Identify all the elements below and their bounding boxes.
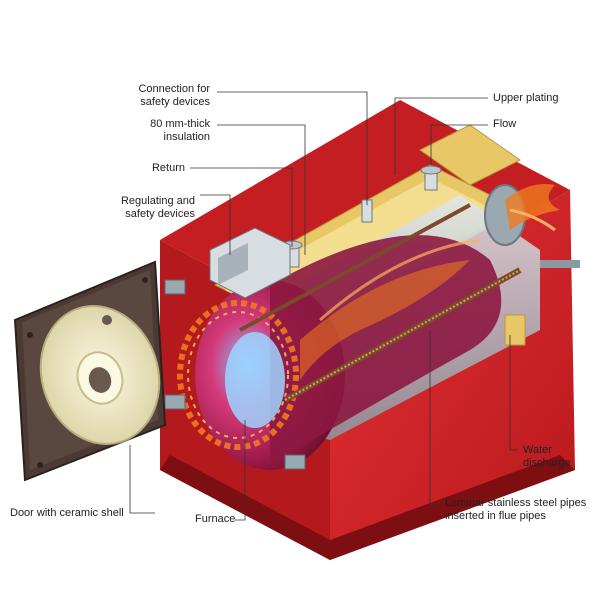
door-with-ceramic-shell [13,260,167,482]
label-return: Return [151,162,185,174]
label-upper-plating: Upper plating [493,92,559,104]
label-laminar-pipes: Laminar stainless steel pipes inserted i… [445,497,587,522]
leader-flow [430,124,488,165]
upper-plating [419,124,521,186]
burner-flame-ring [177,300,299,450]
leader-water-discharge [509,335,518,451]
water-discharge-outlet [504,314,526,346]
label-flow: Flow [493,118,517,130]
leader-door [129,445,155,514]
leader-return [190,167,293,247]
leader-regulating [200,194,231,255]
label-insulation: 80 mm-thick insulation [150,118,210,143]
leader-connection-safety [217,91,368,205]
leader-laminar-pipes [429,330,440,506]
flue-pipes [239,203,522,403]
label-connection-safety: Connection for safety devices [138,83,210,108]
leader-insulation [217,124,306,255]
label-regulating: Regulating and safety devices [120,195,195,220]
rear-pipe [540,260,580,268]
leader-lines [129,91,518,521]
door-hinges [164,279,306,470]
exhaust-outlet [484,184,560,246]
furnace-chamber [195,235,502,470]
label-furnace: Furnace [195,513,236,525]
label-water-discharge: Water discharge [523,444,571,469]
leader-furnace [235,420,246,521]
leader-upper-plating [394,97,488,175]
label-door: Door with ceramic shell [10,507,124,519]
